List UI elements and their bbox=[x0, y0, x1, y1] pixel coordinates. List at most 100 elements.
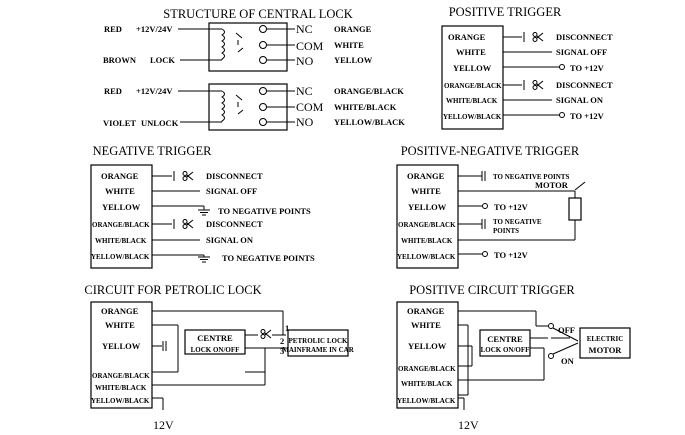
relay2-com: COM bbox=[296, 100, 324, 114]
structure-title: STRUCTURE OF CENTRAL LOCK bbox=[163, 7, 352, 21]
relay1-lock-label: LOCK bbox=[150, 55, 175, 65]
nt-to-neg-1: TO NEGATIVE POINTS bbox=[218, 206, 311, 216]
pos-neg-trigger-title: POSITIVE-NEGATIVE TRIGGER bbox=[401, 144, 580, 158]
pt-disconnect-1: DISCONNECT bbox=[556, 32, 613, 42]
pl-pin-2: 2 bbox=[280, 336, 284, 346]
pn-to-neg-2b: POINTS bbox=[493, 227, 519, 235]
pt-wire-2: WHITE bbox=[456, 47, 486, 57]
pn-contact-icon-2 bbox=[481, 218, 486, 230]
pn-to-plus-1: TO +12V bbox=[494, 202, 529, 212]
pc-centre-box bbox=[479, 329, 531, 357]
pt-signal-off: SIGNAL OFF bbox=[556, 47, 607, 57]
pt-cut-icon-2 bbox=[532, 80, 544, 90]
pc-motor-label-2: MOTOR bbox=[589, 345, 623, 355]
pl-wire-1: ORANGE bbox=[101, 306, 139, 316]
relay-2: RED +12V/24V VIOLET UNLOCK NC COM NO ORA… bbox=[103, 83, 405, 131]
relay2-unlock-label: UNLOCK bbox=[141, 118, 179, 128]
relay2-wire-violet: VIOLET bbox=[103, 118, 136, 128]
pos-neg-trigger-panel: POSITIVE-NEGATIVE TRIGGER ORANGE WHITE Y… bbox=[396, 144, 586, 269]
pt-to-plus-1: TO +12V bbox=[570, 63, 605, 73]
pt-disconnect-2: DISCONNECT bbox=[556, 80, 613, 90]
nt-wire-6: YELLOW/BLACK bbox=[91, 253, 150, 261]
pl-petrolic-sub: MAINFRAME IN CAR bbox=[282, 346, 354, 354]
relay1-voltage: +12V/24V bbox=[136, 24, 173, 34]
pl-petrolic-label: PETROLIC LOCK bbox=[289, 337, 348, 345]
nt-cut-icon-1 bbox=[182, 171, 194, 181]
nt-signal-on: SIGNAL ON bbox=[206, 235, 254, 245]
pt-wire-5: WHITE/BLACK bbox=[446, 97, 498, 105]
relay1-wire-brown: BROWN bbox=[103, 55, 137, 65]
pl-wire-2: WHITE bbox=[105, 320, 135, 330]
pl-voltage: 12V bbox=[153, 418, 174, 432]
pt-wire-6: YELLOW/BLACK bbox=[443, 113, 502, 121]
relay-1: RED +12V/24V BROWN LOCK NC COM NO ORANGE… bbox=[103, 22, 373, 72]
positive-trigger-panel: POSITIVE TRIGGER ORANGE WHITE YELLOW ORA… bbox=[441, 5, 613, 130]
nt-disconnect-1: DISCONNECT bbox=[206, 171, 263, 181]
pc-on: ON bbox=[561, 356, 575, 366]
relay2-out-nc: ORANGE/BLACK bbox=[334, 86, 404, 96]
pt-wire-1: ORANGE bbox=[448, 32, 486, 42]
pl-wire-5: WHITE/BLACK bbox=[95, 384, 147, 392]
relay2-out-no: YELLOW/BLACK bbox=[334, 117, 405, 127]
pl-centre-label: CENTRE bbox=[197, 333, 233, 343]
pt-signal-on: SIGNAL ON bbox=[556, 95, 604, 105]
relay1-box bbox=[208, 22, 288, 72]
relay1-coil-icon bbox=[221, 28, 225, 60]
relay2-wire-red: RED bbox=[104, 86, 122, 96]
pn-to-neg-2a: TO NEGATIVE bbox=[493, 218, 542, 226]
nt-disconnect-2: DISCONNECT bbox=[206, 219, 263, 229]
pc-centre-sub: LOCK ON/OFF bbox=[481, 346, 530, 354]
relay1-out-no: YELLOW bbox=[334, 55, 373, 65]
pl-centre-box bbox=[184, 329, 246, 355]
pos-neg-trigger-wire-box bbox=[396, 164, 459, 269]
pc-wire-5: WHITE/BLACK bbox=[401, 380, 453, 388]
pn-wire-6: YELLOW/BLACK bbox=[397, 253, 456, 261]
nt-wire-4: ORANGE/BLACK bbox=[92, 221, 150, 229]
pt-cut-icon-1 bbox=[532, 32, 544, 42]
pn-wire-1: ORANGE bbox=[407, 171, 445, 181]
pl-pin-1: 1 bbox=[285, 323, 289, 333]
pc-wire-2: WHITE bbox=[411, 320, 441, 330]
pl-wire-3: YELLOW bbox=[102, 341, 141, 351]
pl-petrolic-box bbox=[287, 329, 349, 357]
nt-signal-off: SIGNAL OFF bbox=[206, 186, 257, 196]
pn-to-neg-1: TO NEGATIVE POINTS bbox=[493, 173, 569, 181]
pn-to-plus-2: TO +12V bbox=[494, 250, 529, 260]
pt-wire-3: YELLOW bbox=[453, 63, 492, 73]
pc-wire-4: ORANGE/BLACK bbox=[398, 365, 456, 373]
nt-cut-icon-2 bbox=[182, 219, 194, 229]
positive-trigger-wire-box bbox=[441, 25, 504, 130]
pn-wire-2: WHITE bbox=[411, 186, 441, 196]
pt-wire-4: ORANGE/BLACK bbox=[444, 82, 502, 90]
pn-motor-label: MOTOR bbox=[535, 180, 569, 190]
relay2-nc: NC bbox=[296, 84, 313, 98]
petrolic-panel: CIRCUIT FOR PETROLIC LOCK ORANGE WHITE Y… bbox=[84, 283, 354, 432]
nt-wire-2: WHITE bbox=[105, 186, 135, 196]
nt-ground-icon-2 bbox=[197, 256, 211, 263]
pl-wire-6: YELLOW/BLACK bbox=[91, 397, 150, 405]
pc-voltage: 12V bbox=[458, 418, 479, 432]
pn-wire-5: WHITE/BLACK bbox=[401, 237, 453, 245]
nt-wire-3: YELLOW bbox=[102, 202, 141, 212]
pc-wire-6: YELLOW/BLACK bbox=[397, 397, 456, 405]
pl-cut-icon bbox=[260, 329, 272, 339]
pn-wire-3: YELLOW bbox=[408, 202, 447, 212]
relay2-no: NO bbox=[296, 115, 314, 129]
pn-wire-4: ORANGE/BLACK bbox=[398, 221, 456, 229]
relay1-com: COM bbox=[296, 39, 324, 53]
relay1-no: NO bbox=[296, 54, 314, 68]
positive-trigger-title: POSITIVE TRIGGER bbox=[449, 5, 562, 19]
negative-trigger-wire-box bbox=[90, 164, 153, 269]
pc-wire-1: ORANGE bbox=[407, 306, 445, 316]
positive-circuit-title: POSITIVE CIRCUIT TRIGGER bbox=[409, 283, 575, 297]
relay2-coil-icon bbox=[221, 90, 225, 122]
petrolic-wire-box bbox=[90, 301, 153, 409]
negative-trigger-panel: NEGATIVE TRIGGER ORANGE WHITE YELLOW ORA… bbox=[90, 144, 315, 269]
relay1-out-nc: ORANGE bbox=[334, 24, 372, 34]
relay2-out-com: WHITE/BLACK bbox=[334, 102, 397, 112]
pc-wire-3: YELLOW bbox=[408, 341, 447, 351]
pl-centre-sub: LOCK ON/OFF bbox=[191, 346, 240, 354]
positive-circuit-panel: POSITIVE CIRCUIT TRIGGER ORANGE WHITE YE… bbox=[396, 283, 631, 432]
pc-motor-box bbox=[579, 327, 631, 359]
